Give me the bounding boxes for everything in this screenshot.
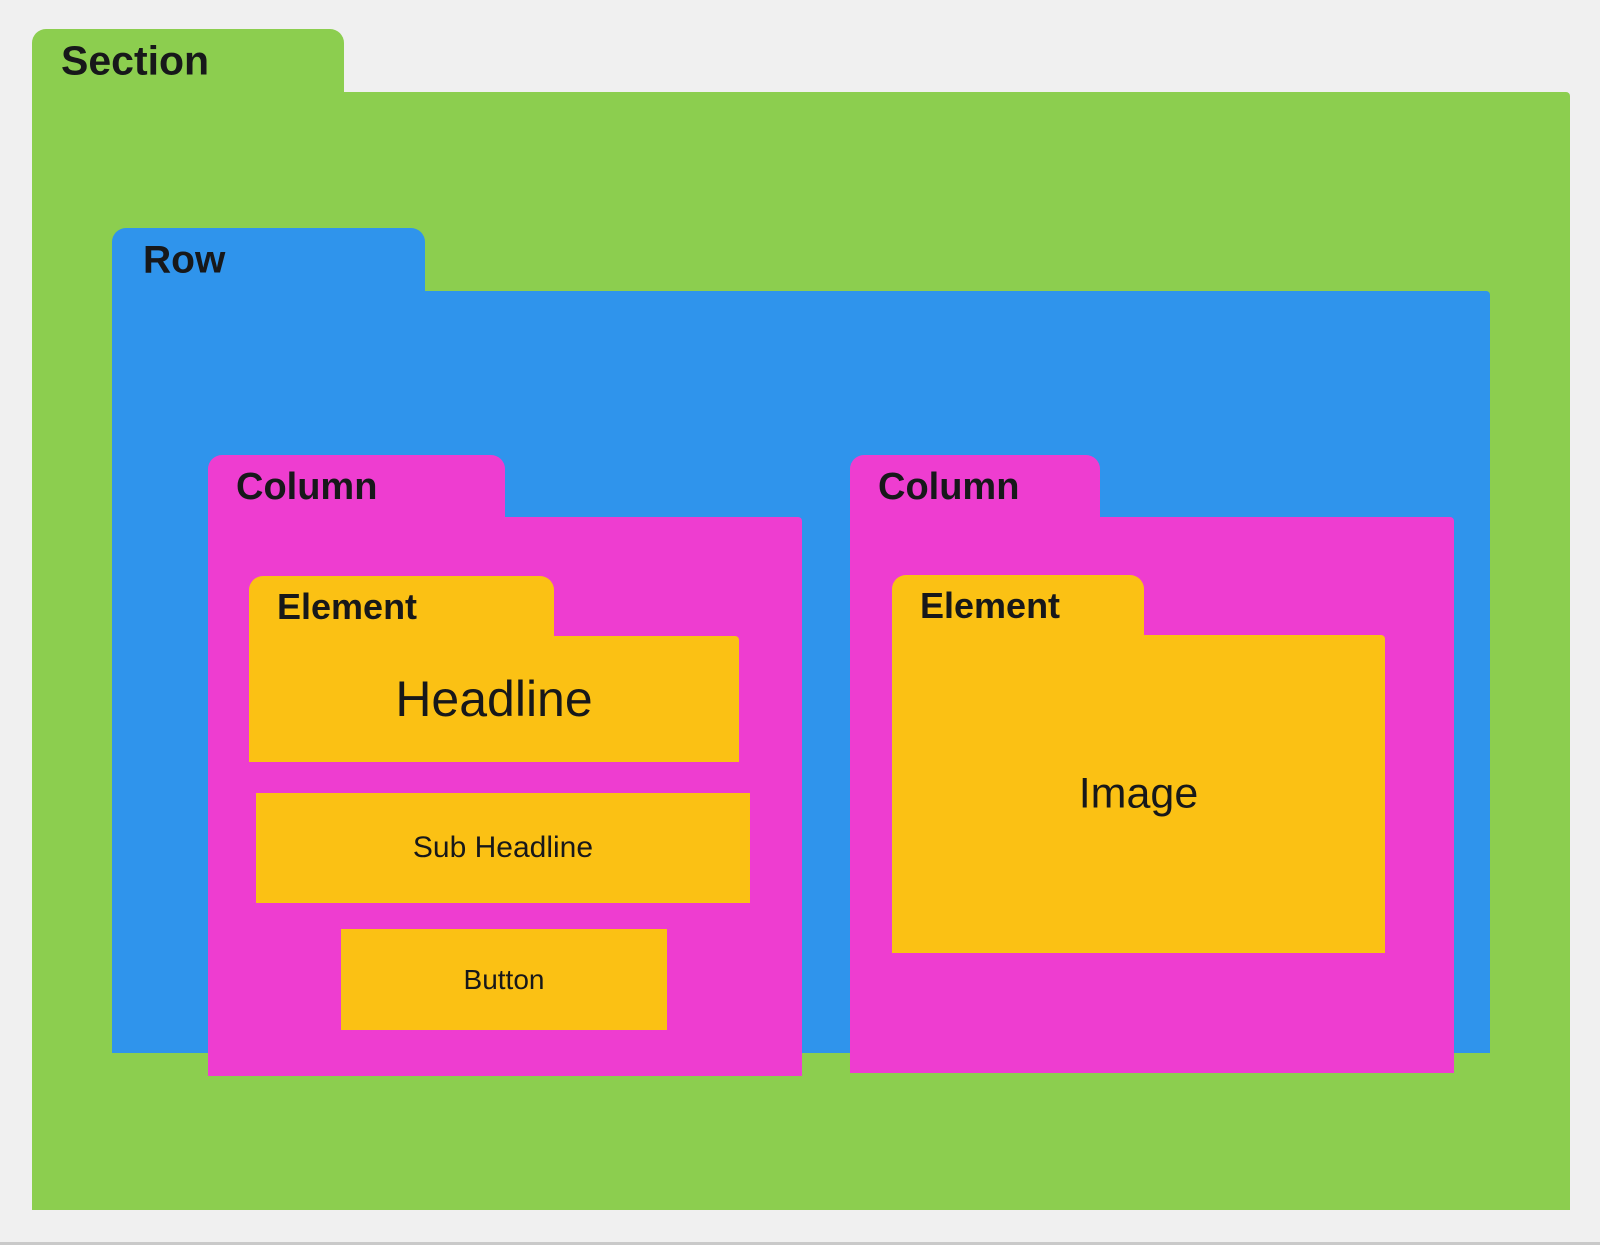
element-headline-tab[interactable]: Element	[249, 576, 554, 637]
column-left-body: Element Headline Sub Headline	[208, 517, 802, 1076]
sub-headline-text: Sub Headline	[412, 831, 594, 864]
button-text: Button	[463, 963, 545, 995]
element-headline-label: Element	[277, 585, 418, 627]
section-body: Row Column Element	[32, 92, 1570, 1210]
column-left-label: Column	[236, 465, 378, 508]
row-tab[interactable]: Row	[112, 228, 425, 292]
column-right-body: Element Image	[850, 517, 1454, 1073]
column-right-label: Column	[878, 465, 1020, 508]
element-image-tab[interactable]: Element	[892, 575, 1144, 636]
column-right-tab[interactable]: Column	[850, 455, 1100, 518]
section-label: Section	[61, 37, 210, 84]
element-headline-body: Headline	[249, 636, 739, 762]
element-image-body: Image	[892, 635, 1385, 953]
row-body: Column Element Headline	[112, 291, 1490, 1076]
headline-text: Headline	[395, 671, 593, 727]
section-tab[interactable]: Section	[32, 29, 344, 93]
element-image-label: Element	[920, 584, 1061, 626]
sub-headline-box[interactable]: Sub Headline	[256, 793, 750, 903]
image-text: Image	[1078, 769, 1199, 818]
row-label: Row	[143, 238, 226, 282]
button-box[interactable]: Button	[341, 929, 667, 1030]
column-left-tab[interactable]: Column	[208, 455, 505, 518]
